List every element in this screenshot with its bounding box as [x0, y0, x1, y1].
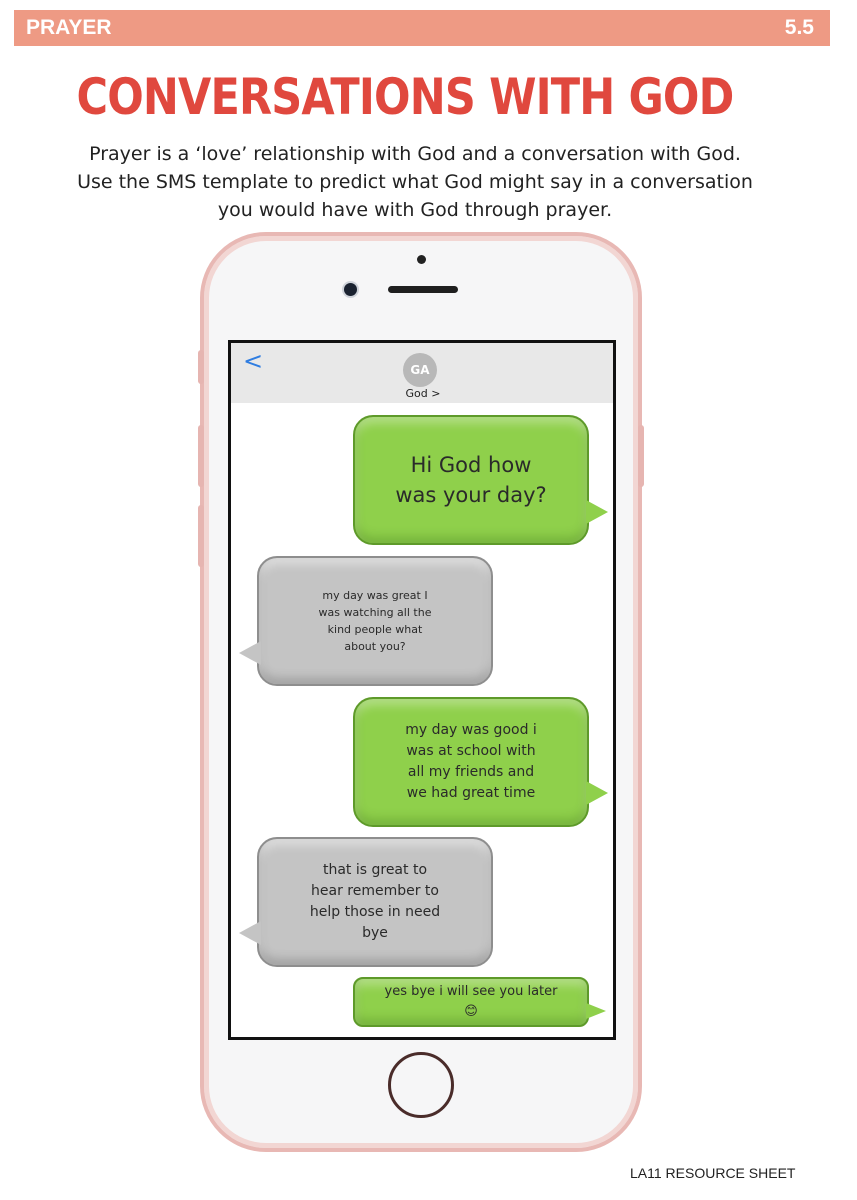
section-number: 5.5 [784, 16, 814, 39]
instructions: Prayer is a ‘love’ relationship with God… [20, 140, 810, 224]
sent-message-tail [586, 500, 608, 524]
section-banner: PRAYER 5.5 [14, 10, 830, 46]
footer-label: LA11 RESOURCE SHEET [630, 1165, 796, 1181]
phone-side-button [198, 350, 204, 384]
sent-message: yes bye i will see you later 😊 [353, 977, 589, 1027]
section-label: PRAYER [26, 16, 112, 39]
message-text: that is great to hear remember to help t… [309, 862, 441, 941]
instruction-line: Prayer is a ‘love’ relationship with God… [89, 143, 741, 165]
back-chevron-icon[interactable]: < [243, 347, 264, 375]
phone-volume-down-button [198, 505, 204, 567]
message-text: my day was great I was watching all the … [318, 589, 432, 653]
home-button[interactable] [388, 1052, 454, 1118]
instruction-line: Use the SMS template to predict what God… [77, 171, 753, 193]
contact-avatar[interactable]: GA [403, 353, 437, 387]
message-text: my day was good i was at school with all… [405, 722, 537, 801]
sent-message-tail [586, 1003, 606, 1019]
front-camera [344, 283, 357, 296]
received-message-tail [239, 921, 261, 945]
sent-message-tail [586, 781, 608, 805]
received-message: my day was great I was watching all the … [257, 556, 493, 686]
instruction-line: you would have with God through prayer. [217, 199, 613, 221]
page-title: CONVERSATIONS WITH GOD [76, 68, 735, 126]
earpiece-speaker [388, 286, 458, 293]
phone-screen: < GA God > Hi God how was your day? my d… [228, 340, 616, 1040]
received-message-tail [239, 641, 261, 665]
message-text: Hi God how was your day? [395, 453, 547, 507]
phone-power-button [638, 425, 644, 487]
message-text: yes bye i will see you later 😊 [384, 984, 558, 1019]
received-message: that is great to hear remember to help t… [257, 837, 493, 967]
contact-name[interactable]: God > [405, 387, 441, 400]
sent-message: Hi God how was your day? [353, 415, 589, 545]
proximity-sensor [417, 255, 426, 264]
conversation-header: < GA God > [231, 343, 613, 403]
phone-volume-up-button [198, 425, 204, 487]
sent-message: my day was good i was at school with all… [353, 697, 589, 827]
